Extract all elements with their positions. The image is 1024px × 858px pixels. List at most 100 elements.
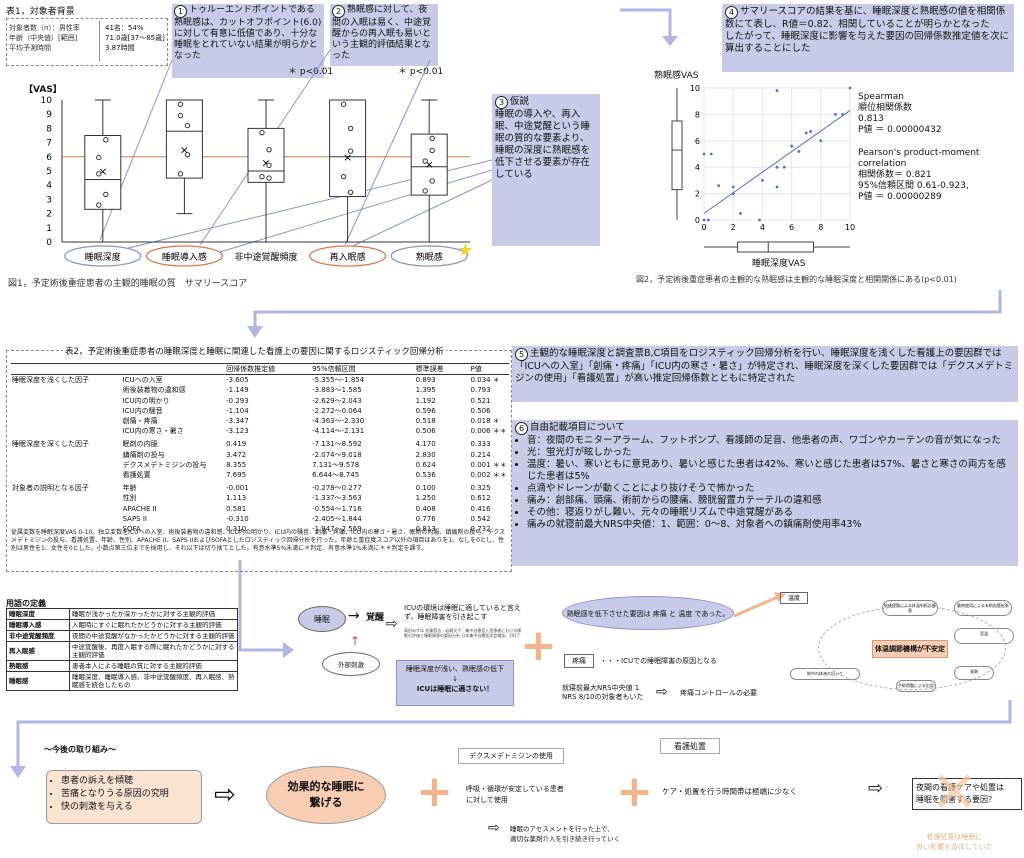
plus-icon: + xyxy=(520,620,557,671)
data-point xyxy=(103,137,109,143)
category-oval xyxy=(308,245,387,267)
table-cell: -3.347 xyxy=(226,417,249,426)
y-marginal-box xyxy=(671,88,683,220)
star-icon: ★ xyxy=(457,240,473,261)
list-item: 音：夜間のモニターアラーム、フットポンプ、看護師の足音、他患者の声、ワゴンやカー… xyxy=(527,435,1015,447)
care-text: ケア・処置を行う時間帯は極端に少なく xyxy=(662,787,797,796)
data-point xyxy=(775,185,779,189)
box-iqr xyxy=(410,133,448,196)
mean-marker: × xyxy=(180,144,189,157)
data-point xyxy=(761,179,764,182)
mean-marker: × xyxy=(98,165,107,178)
y-tick-label: 3 xyxy=(46,195,52,205)
table-cell: -3.123 xyxy=(226,427,249,436)
glossary-row: 再入眠感中途覚醒後、再度入眠する際に眠れたかどうかに対する主観的評価 xyxy=(6,641,238,661)
data-point xyxy=(340,101,347,107)
glossary-term: 睡眠深度 xyxy=(6,608,70,620)
data-point xyxy=(347,189,354,196)
x-tick-label: 10 xyxy=(845,223,855,232)
icu-unfit-text: ICUは睡眠に適さない！ xyxy=(416,685,494,693)
category-oval xyxy=(390,245,468,267)
table-cell: -5.355～-1.854 xyxy=(312,376,365,385)
table-cell: 0.624 xyxy=(415,460,436,469)
table-cell: 1.395 xyxy=(415,386,436,395)
temp-factor-node: 薬剤使用による末梢血管拡張 xyxy=(954,600,1012,616)
cross-mark-icon: ✕ xyxy=(930,758,979,826)
table-cell: SAPS II xyxy=(122,514,147,523)
table-cell: 0.002 ＊＊ xyxy=(470,471,507,480)
table-cell: 0.506 xyxy=(415,427,436,436)
table-cell: 7.695 xyxy=(226,471,247,480)
icu-reference: 高田みずほ 佐藤賢志・岩崎文子：集中治療室入室患者における睡眠の評価と睡眠障害の… xyxy=(404,628,522,638)
box-2: ×睡眠導入感 xyxy=(145,99,224,267)
table-cell: -4.363～-2.330 xyxy=(312,417,365,426)
table-cell: 0.893 xyxy=(415,376,436,385)
box-3: ×非中途覚醒頻度 xyxy=(234,99,298,263)
y-tick-label: 2 xyxy=(46,210,52,220)
data-point xyxy=(775,165,779,169)
data-point xyxy=(422,188,428,194)
table1-value: 41名：54% xyxy=(105,24,144,32)
table-cell: -1.149 xyxy=(226,386,249,395)
table-cell: -4.114～-2.131 xyxy=(312,427,365,436)
x-tick-label: 6 xyxy=(789,223,794,232)
data-point xyxy=(347,148,354,154)
data-point xyxy=(841,113,845,116)
glossary-term: 非中途覚醒頻度 xyxy=(6,630,70,642)
table-cell: 1.192 xyxy=(415,396,436,405)
fig1-vas-label: 【VAS】 xyxy=(24,85,62,95)
y-tick-label: 1 xyxy=(46,224,52,234)
p-mark-1: ＊ p<0.01 xyxy=(288,67,334,77)
table-cell: 0.793 xyxy=(470,386,491,395)
table-cell: 0.596 xyxy=(415,406,436,415)
p-mark-2: ＊ p<0.01 xyxy=(398,67,444,77)
trend-line xyxy=(703,110,851,214)
table-cell: -2.272～0.064 xyxy=(312,406,362,415)
dex-title: デクスメデトミジンの使用 xyxy=(458,748,564,764)
note-number: 6 xyxy=(515,422,528,435)
future-items-box: 患者の訴えを傾聴苦痛となりうる原因の究明快の刺激を与える xyxy=(46,770,202,824)
data-point xyxy=(103,191,109,198)
glossary-term: 再入眠感 xyxy=(6,641,70,661)
table-cell: -2.074～9.018 xyxy=(312,450,362,459)
fig2-caption: 図2，予定術後重症患者の主観的な熟眠感は主観的な睡眠深度と相関関係にある(p<0… xyxy=(636,275,957,284)
cloud-callout: 熟眠感を低下させた要因は 疼痛 と 温度 であった。 xyxy=(562,596,734,630)
plus-icon: + xyxy=(416,766,453,817)
box-4: ×再入眠感 xyxy=(308,99,387,267)
list-item: 点滴やドレーンが動くことにより抜けそうで怖かった xyxy=(527,483,1015,495)
arrow-down-icon: ↓ xyxy=(452,675,458,683)
table-cell: -0.293 xyxy=(226,396,249,405)
data-point xyxy=(429,147,435,154)
group-label xyxy=(11,450,122,460)
table-cell: デクスメデトミジンの投与 xyxy=(122,460,207,469)
goal-node: 効果的な睡眠に 繋げる xyxy=(266,766,386,824)
table-cell: ICU内の明かり xyxy=(122,396,170,405)
table-cell: -1.947～2.569 xyxy=(312,525,362,534)
arrow-right-icon: ⇨ xyxy=(656,684,668,700)
group-label xyxy=(11,396,122,406)
table-cell: -0.554～1.716 xyxy=(312,504,362,513)
category-label: 熟眠感 xyxy=(416,251,443,263)
group-label xyxy=(11,504,122,514)
glossary-definition: 中途覚醒後、再度入眠する際に眠れたかどうかに対する主観的評価 xyxy=(69,641,238,661)
arrow-up-icon: ↑ xyxy=(350,634,361,648)
note-text: 仮説 睡眠の導入や、再入眠、中途覚醒という睡眠の質的な要素より、睡眠の深度に熟眠… xyxy=(495,96,591,180)
plus-icon: + xyxy=(616,766,653,817)
arousal-label: 覚醒 xyxy=(366,613,385,623)
box-iqr xyxy=(329,99,367,198)
table1-value: 71.0歳[37～85歳] xyxy=(105,34,165,42)
data-point xyxy=(739,212,742,215)
glossary-term: 睡眠感 xyxy=(6,671,70,691)
shallow-text: 睡眠深度が浅い、熟眠感の低下 xyxy=(406,665,504,673)
